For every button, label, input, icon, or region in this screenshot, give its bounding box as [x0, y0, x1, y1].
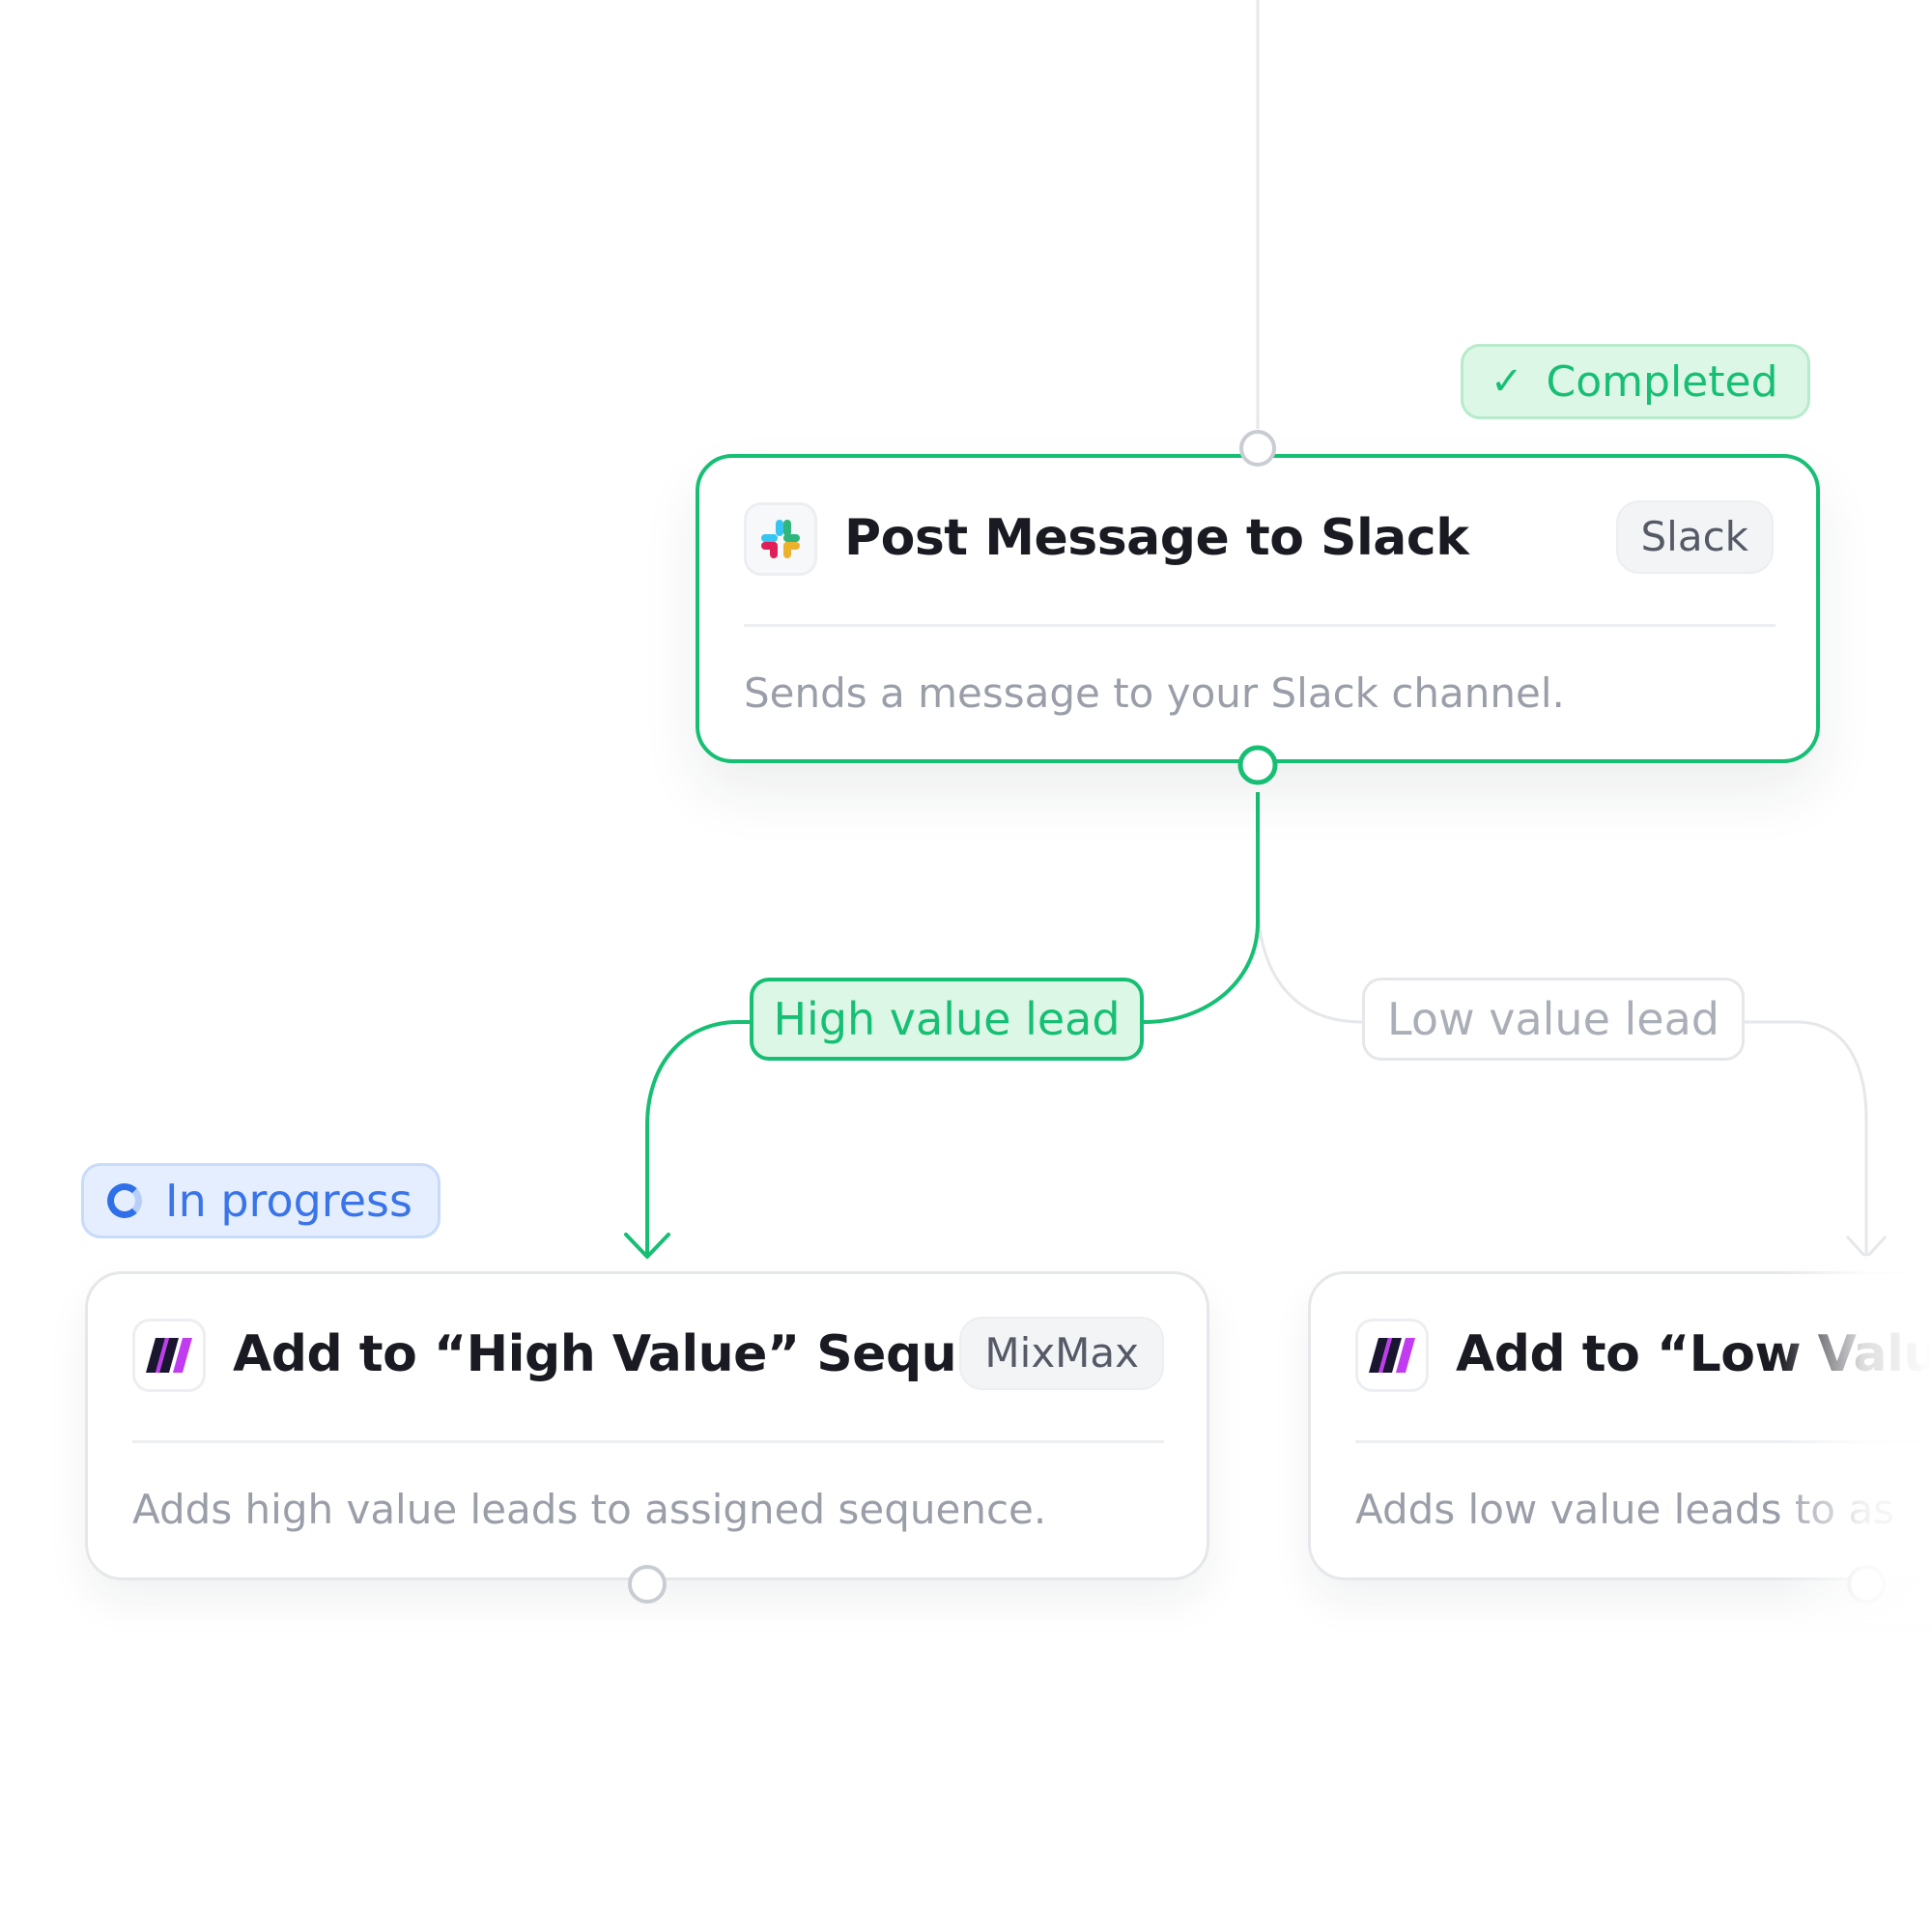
node-description: Adds high value leads to assigned sequen… [132, 1486, 1047, 1533]
in-progress-status-badge: In progress [81, 1163, 440, 1238]
high-value-connection-continued [645, 1020, 750, 1256]
low-value-branch-label[interactable]: Low value lead [1362, 978, 1745, 1061]
high-value-arrowhead [624, 1233, 670, 1259]
spinner-icon [107, 1183, 142, 1218]
workflow-node-slack[interactable]: Post Message to Slack Slack Sends a mess… [696, 454, 1820, 763]
node-divider [132, 1440, 1164, 1443]
node-divider [1355, 1440, 1932, 1443]
low-value-connection [1256, 897, 1363, 1024]
node-description: Adds low value leads to as [1355, 1486, 1894, 1533]
completed-status-badge: ✓ Completed [1461, 344, 1810, 419]
node-title: Add to “Low Value” [1456, 1325, 1932, 1383]
low-value-branch-text: Low value lead [1387, 993, 1719, 1045]
node-description: Sends a message to your Slack channel. [744, 669, 1565, 717]
high-value-branch-label[interactable]: High value lead [750, 978, 1144, 1061]
completed-status-label: Completed [1546, 356, 1778, 407]
node-title: Add to “High Value” Sequ... [233, 1325, 1012, 1383]
slack-icon [744, 502, 817, 576]
low-value-connection-continued [1745, 1020, 1868, 1256]
integration-tag: MixMax [959, 1317, 1164, 1390]
node-divider [744, 624, 1776, 627]
high-value-connection [1143, 792, 1260, 1024]
high-value-branch-text: High value lead [773, 993, 1121, 1045]
in-progress-status-label: In progress [165, 1175, 412, 1227]
node-title: Post Message to Slack [844, 509, 1469, 567]
mixmax-icon [132, 1319, 206, 1392]
mixmax-icon [1355, 1319, 1429, 1392]
checkmark-icon: ✓ [1491, 359, 1523, 404]
integration-tag: Slack [1615, 500, 1774, 574]
workflow-node-low-value[interactable]: Add to “Low Value” Adds low value leads … [1308, 1271, 1932, 1580]
workflow-node-high-value[interactable]: Add to “High Value” Sequ... MixMax Adds … [85, 1271, 1209, 1580]
